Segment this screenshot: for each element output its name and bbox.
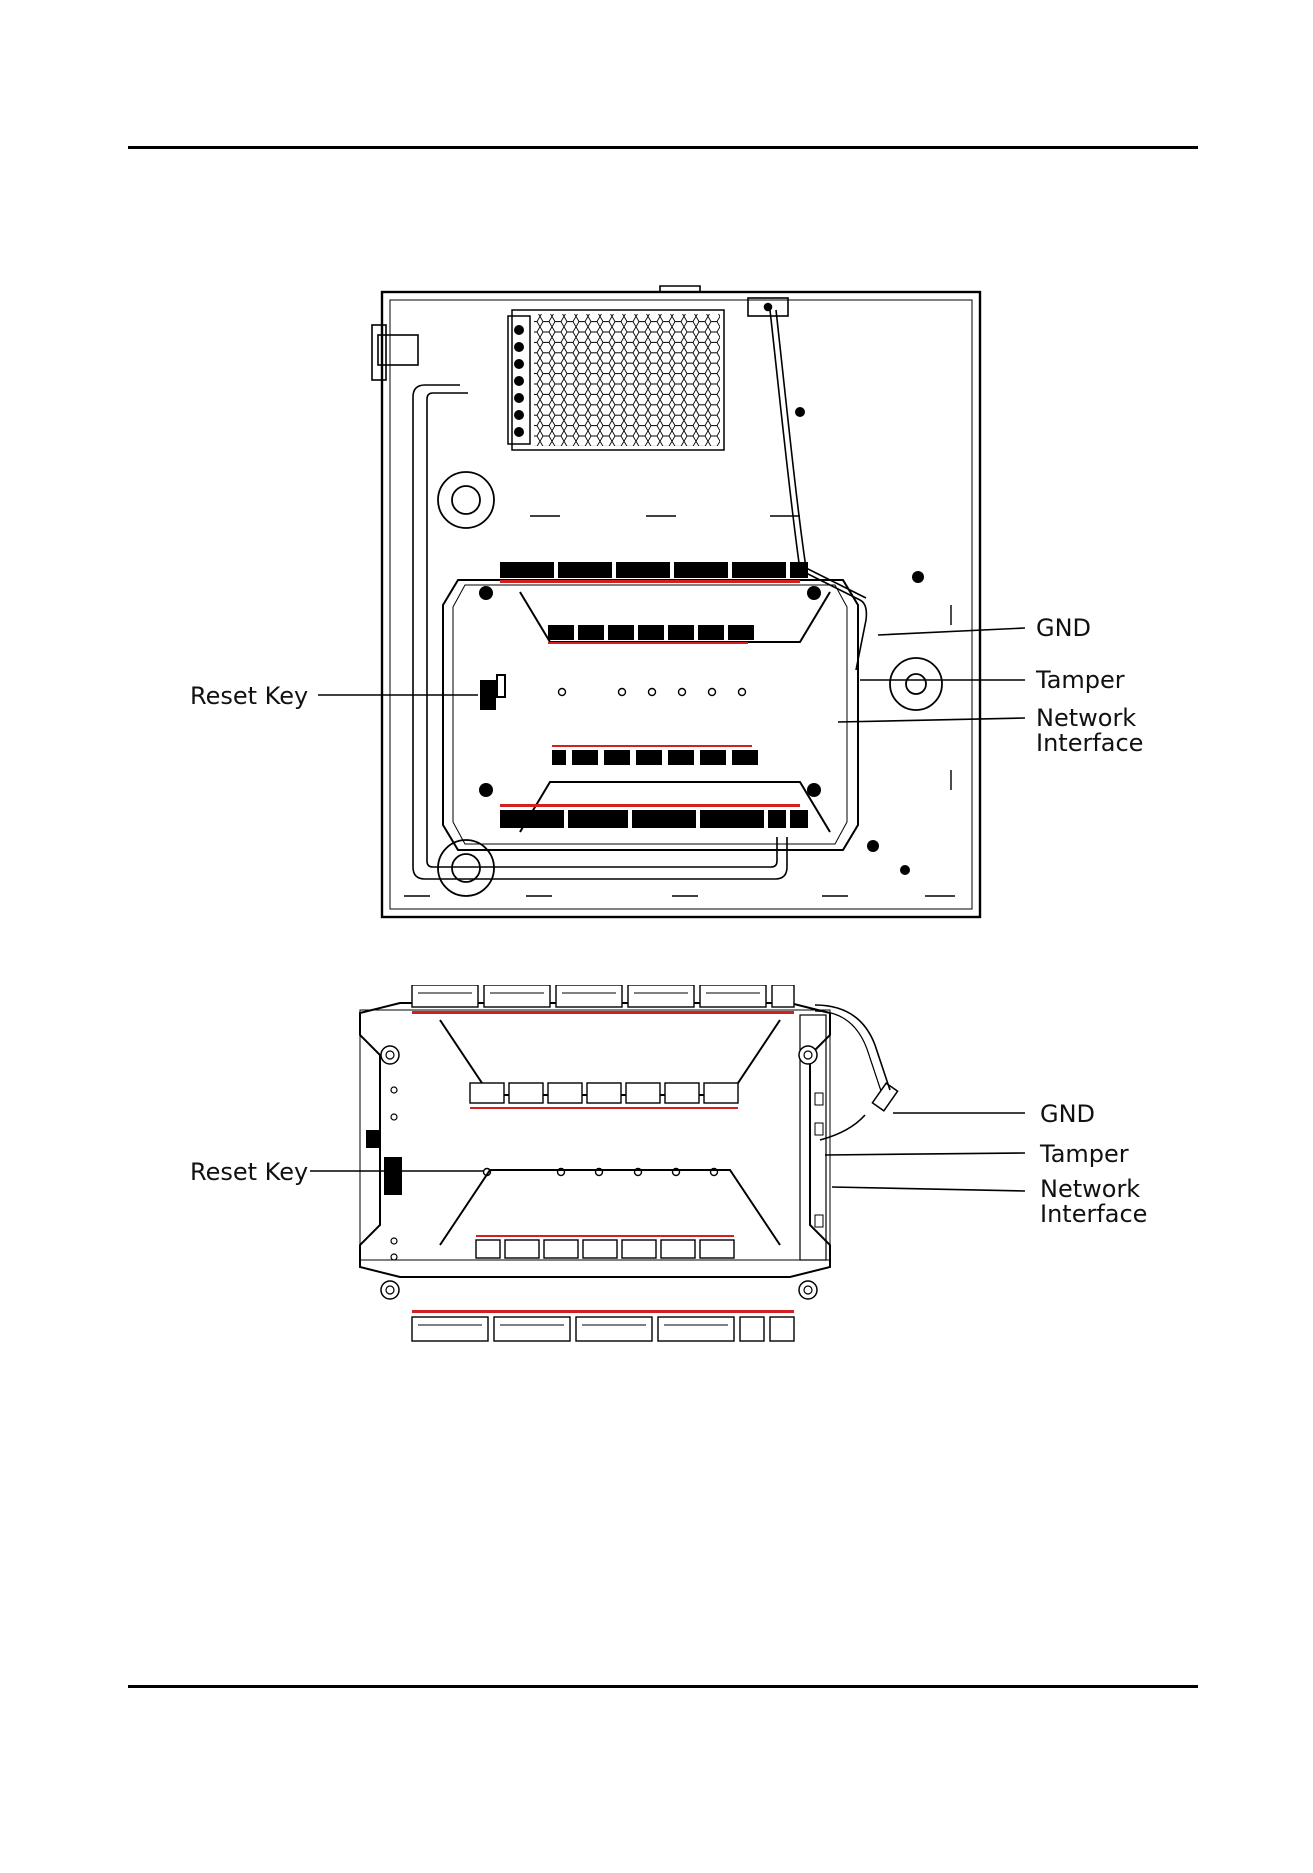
footer-rule (128, 1685, 1198, 1688)
enclosure-diagram: Reset Key GND Tamper Network Interface (0, 280, 1313, 940)
gnd-label: GND (1040, 1100, 1095, 1128)
controller-figure: Reset Key GND Tamper Network Interface (0, 985, 1313, 1355)
mounting-holes (438, 472, 942, 896)
controller-diagram: Reset Key GND Tamper Network Interface (0, 985, 1313, 1355)
tamper-label: Tamper (1035, 666, 1125, 694)
gnd-label: GND (1036, 614, 1091, 642)
header-rule (128, 146, 1198, 149)
network-interface-label-line2: Interface (1036, 729, 1143, 757)
reset-key-label: Reset Key (190, 682, 308, 710)
reset-key-label: Reset Key (190, 1158, 308, 1186)
enclosure-figure: Reset Key GND Tamper Network Interface (0, 280, 1313, 940)
network-interface-label-line1: Network (1040, 1175, 1140, 1203)
controller-board (443, 580, 858, 850)
tamper-label: Tamper (1039, 1140, 1129, 1168)
network-interface-label-line1: Network (1036, 704, 1136, 732)
network-interface-label-line2: Interface (1040, 1200, 1147, 1228)
